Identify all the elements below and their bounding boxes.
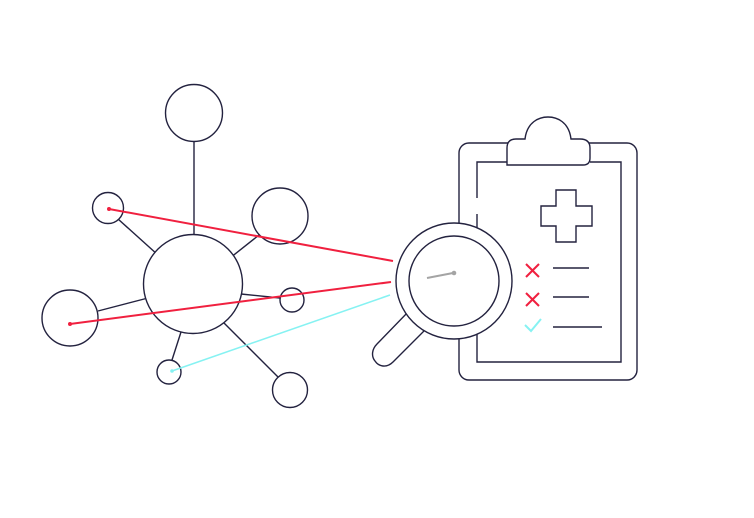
network-nodes <box>41 83 309 409</box>
satellite-upper-right <box>251 187 309 245</box>
satellite-top <box>164 83 224 143</box>
x-mark-icon <box>525 263 540 278</box>
hub-node <box>142 233 244 335</box>
magnifier-lens <box>408 235 500 327</box>
line-endpoint <box>68 322 72 326</box>
mismatch-line <box>108 208 394 262</box>
check-mark-icon <box>524 318 542 333</box>
medical-cross-icon <box>540 189 593 243</box>
connection-lines <box>68 207 394 373</box>
mismatch-line <box>69 281 392 325</box>
magnifying-glass-icon <box>371 222 513 367</box>
network-spokes <box>97 141 281 379</box>
satellite-right-small <box>279 287 305 313</box>
satellite-lower-left <box>156 359 182 385</box>
line-endpoint <box>170 369 174 373</box>
magnifier-needle-pivot <box>451 270 457 276</box>
match-line <box>171 294 391 372</box>
line-endpoint <box>107 207 111 211</box>
magnifier-handle <box>371 310 425 367</box>
satellite-lower-right <box>271 371 309 409</box>
checklist <box>524 263 602 333</box>
clipboard-clip <box>506 116 591 166</box>
magnifier-needle <box>426 272 454 279</box>
satellite-left <box>41 289 99 347</box>
clipboard-icon <box>458 116 638 381</box>
x-mark-icon <box>525 292 540 307</box>
